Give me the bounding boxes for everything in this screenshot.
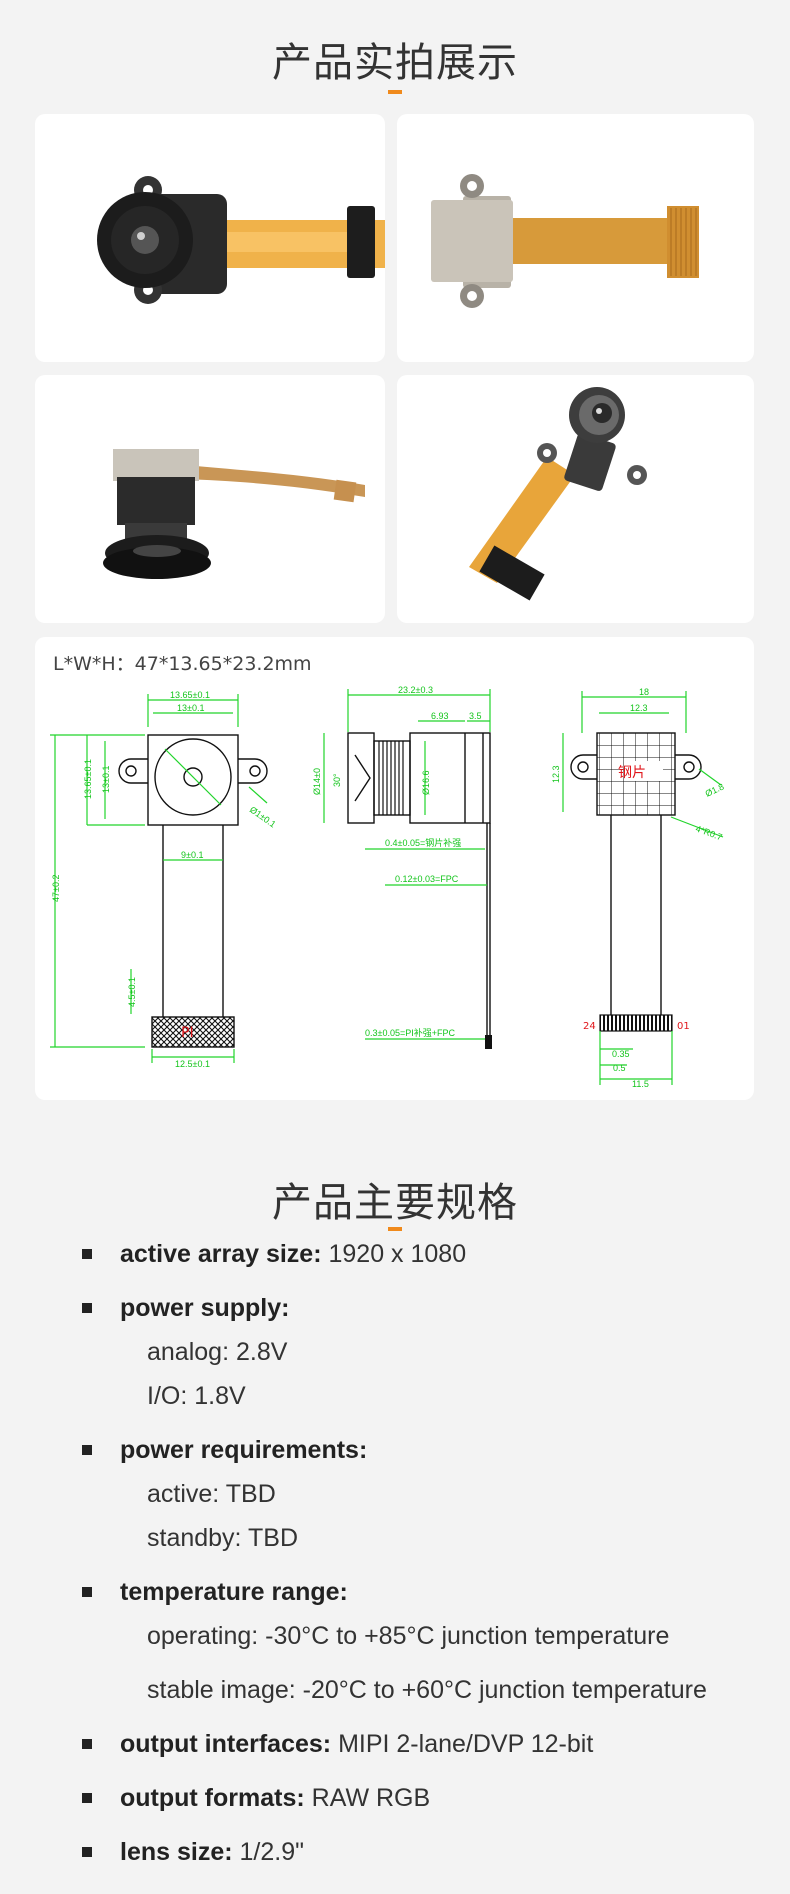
dimensions-summary: L*W*H：47*13.65*23.2mm xyxy=(53,653,312,675)
dim-back-left: 12.3 xyxy=(551,765,561,783)
spec-label: output interfaces: xyxy=(120,1730,332,1758)
spec-item-output-interfaces: output interfaces: MIPI 2-lane/DVP 12-bi… xyxy=(82,1728,790,1760)
dim-front-fpc-width: 9±0.1 xyxy=(181,850,203,860)
spec-value: 1920 x 1080 xyxy=(321,1240,467,1268)
note-steel-reinforce: 0.4±0.05=钢片补强 xyxy=(385,837,461,848)
spec-value: 1/2.9" xyxy=(232,1838,305,1866)
product-photo-front xyxy=(35,114,385,362)
dim-back-corner: 4*R0.7 xyxy=(694,823,723,842)
spec-sub-value: stable image: -20°C to +60°C junction te… xyxy=(147,1676,707,1704)
title-accent-bar xyxy=(388,1227,402,1231)
spec-label: temperature range: xyxy=(120,1578,348,1606)
back-view-drawing: 18 12.3 12.3 钢片 Ø1.8 4*R0.7 24 01 xyxy=(551,687,726,1089)
bullet-square-icon xyxy=(82,1847,92,1857)
product-photo-back xyxy=(397,114,754,362)
bullet-square-icon xyxy=(82,1445,92,1455)
dim-front-top-inner: 13±0.1 xyxy=(177,703,204,713)
dim-side-angle: 30° xyxy=(332,773,342,787)
dim-back-top: 18 xyxy=(639,687,649,697)
side-view-drawing: 23.2±0.3 6.93 3.5 Ø14±0 30° Ø16.6 xyxy=(312,685,492,1049)
spec-sub-value: I/O: 1.8V xyxy=(147,1382,246,1410)
spec-value: RAW RGB xyxy=(304,1784,431,1812)
dim-front-hole: Ø1±0.1 xyxy=(248,804,278,829)
note-pi-reinforce: 0.3±0.05=PI补强+FPC xyxy=(365,1027,455,1038)
dim-side-total-width: 23.2±0.3 xyxy=(398,685,433,695)
dim-front-left-outer: 13.65±0.1 xyxy=(83,759,93,799)
dim-back-b1: 0.35 xyxy=(612,1049,630,1059)
dim-front-left-inner: 13±0.1 xyxy=(101,766,111,793)
dim-side-lens-dia: Ø14±0 xyxy=(312,768,322,795)
spec-value: MIPI 2-lane/DVP 12-bit xyxy=(331,1730,594,1758)
section-title-photos: 产品实拍展示 xyxy=(272,40,518,86)
dim-back-b3: 11.5 xyxy=(632,1079,649,1089)
spec-item-power-supply: power supply: analog: 2.8V I/O: 1.8V xyxy=(82,1292,790,1412)
bullet-square-icon xyxy=(82,1249,92,1259)
dim-back-hole: Ø1.8 xyxy=(704,782,726,799)
bullet-square-icon xyxy=(82,1587,92,1597)
pin-label-24: 24 xyxy=(583,1021,596,1032)
spec-sub-value: standby: TBD xyxy=(147,1524,299,1552)
dim-back-b2: 0.5 xyxy=(613,1063,626,1073)
spec-sub-value: operating: -30°C to +85°C junction tempe… xyxy=(147,1622,670,1650)
specs-list: active array size: 1920 x 1080 power sup… xyxy=(0,1238,790,1890)
pin-label-01: 01 xyxy=(677,1021,690,1032)
bullet-square-icon xyxy=(82,1303,92,1313)
spec-label: output formats: xyxy=(120,1784,305,1812)
spec-sub-value: active: TBD xyxy=(147,1480,276,1508)
spec-label: lens size: xyxy=(120,1838,233,1866)
dim-back-inner: 12.3 xyxy=(630,703,648,713)
dim-front-connector-width: 12.5±0.1 xyxy=(175,1059,210,1069)
steel-plate-label: 钢片 xyxy=(618,765,646,781)
spec-label: power requirements: xyxy=(120,1436,368,1464)
front-view-drawing: 13.65±0.1 13±0.1 47±0.2 13.65±0.1 13±0.1… xyxy=(50,690,278,1069)
dimension-drawing-card: L*W*H：47*13.65*23.2mm 13.65±0.1 13±0.1 4… xyxy=(35,637,754,1100)
note-fpc: 0.12±0.03=FPC xyxy=(395,874,459,884)
title-accent-bar xyxy=(388,90,402,94)
spec-item-array-size: active array size: 1920 x 1080 xyxy=(82,1238,790,1270)
spec-label: power supply: xyxy=(120,1294,290,1322)
dim-side-right: 3.5 xyxy=(469,711,482,721)
product-photo-side xyxy=(35,375,385,623)
dim-front-connector-height: 4.5±0.1 xyxy=(127,977,137,1007)
dim-side-mid: 6.93 xyxy=(431,711,449,721)
bullet-square-icon xyxy=(82,1739,92,1749)
dim-front-top-outer: 13.65±0.1 xyxy=(170,690,210,700)
spec-item-output-formats: output formats: RAW RGB xyxy=(82,1782,790,1814)
section-title-specs: 产品主要规格 xyxy=(272,1180,518,1226)
spec-item-lens-size: lens size: 1/2.9" xyxy=(82,1836,790,1868)
product-photo-angled xyxy=(397,375,754,623)
spec-label: active array size: xyxy=(120,1240,322,1268)
spec-sub-value: analog: 2.8V xyxy=(147,1338,288,1366)
connector-pi-label: PI xyxy=(181,1025,194,1041)
bullet-square-icon xyxy=(82,1793,92,1803)
dim-front-total-height: 47±0.2 xyxy=(51,875,61,902)
dim-side-barrel: Ø16.6 xyxy=(421,770,431,795)
spec-item-temperature-range: temperature range: operating: -30°C to +… xyxy=(82,1576,790,1706)
spec-item-power-requirements: power requirements: active: TBD standby:… xyxy=(82,1434,790,1554)
